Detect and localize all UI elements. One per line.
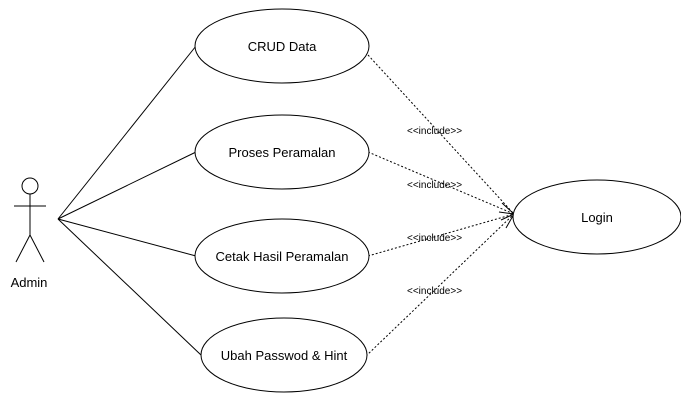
include-label-proses: <<include>> bbox=[407, 180, 462, 191]
include-line-proses bbox=[367, 151, 515, 215]
include-label-cetak: <<include>> bbox=[407, 233, 462, 244]
associations bbox=[57, 45, 202, 356]
actor-left-leg bbox=[15, 234, 31, 263]
use-case-ellipse bbox=[194, 218, 370, 294]
actor-label: Admin bbox=[11, 275, 48, 290]
association-cetak bbox=[57, 218, 197, 257]
use-case-ubah-passwod-hint[interactable]: Ubah Passwod & Hint bbox=[200, 317, 368, 393]
actor-right-leg bbox=[29, 234, 45, 263]
use-case-ellipse bbox=[194, 114, 370, 190]
association-ubah bbox=[57, 218, 202, 356]
use-case-label: CRUD Data bbox=[248, 39, 317, 54]
use-case-label: Cetak Hasil Peramalan bbox=[216, 249, 349, 264]
association-crud bbox=[57, 45, 197, 220]
use-case-proses-peramalan[interactable]: Proses Peramalan bbox=[194, 114, 370, 190]
use-case-label: Ubah Passwod & Hint bbox=[221, 348, 348, 363]
include-line-cetak bbox=[367, 213, 515, 257]
include-label-ubah: <<include>> bbox=[407, 286, 462, 297]
use-case-ellipse bbox=[194, 8, 370, 84]
use-case-login[interactable]: Login bbox=[512, 179, 681, 255]
use-case-cetak-hasil-peramalan[interactable]: Cetak Hasil Peramalan bbox=[194, 218, 370, 294]
include-label-crud: <<include>> bbox=[407, 126, 462, 137]
use-case-label: Login bbox=[581, 210, 613, 225]
use-case-ellipse bbox=[512, 179, 681, 255]
use-case-crud-data[interactable]: CRUD Data bbox=[194, 8, 370, 84]
association-proses bbox=[57, 151, 197, 220]
include-relationships: <<include>> <<include>> <<include>> <<in… bbox=[365, 54, 516, 357]
actor-admin[interactable]: Admin bbox=[11, 177, 48, 290]
use-case-label: Proses Peramalan bbox=[229, 145, 336, 160]
actor-head bbox=[21, 177, 39, 195]
use-case-ellipse bbox=[200, 317, 368, 393]
include-arrowhead bbox=[498, 202, 516, 229]
